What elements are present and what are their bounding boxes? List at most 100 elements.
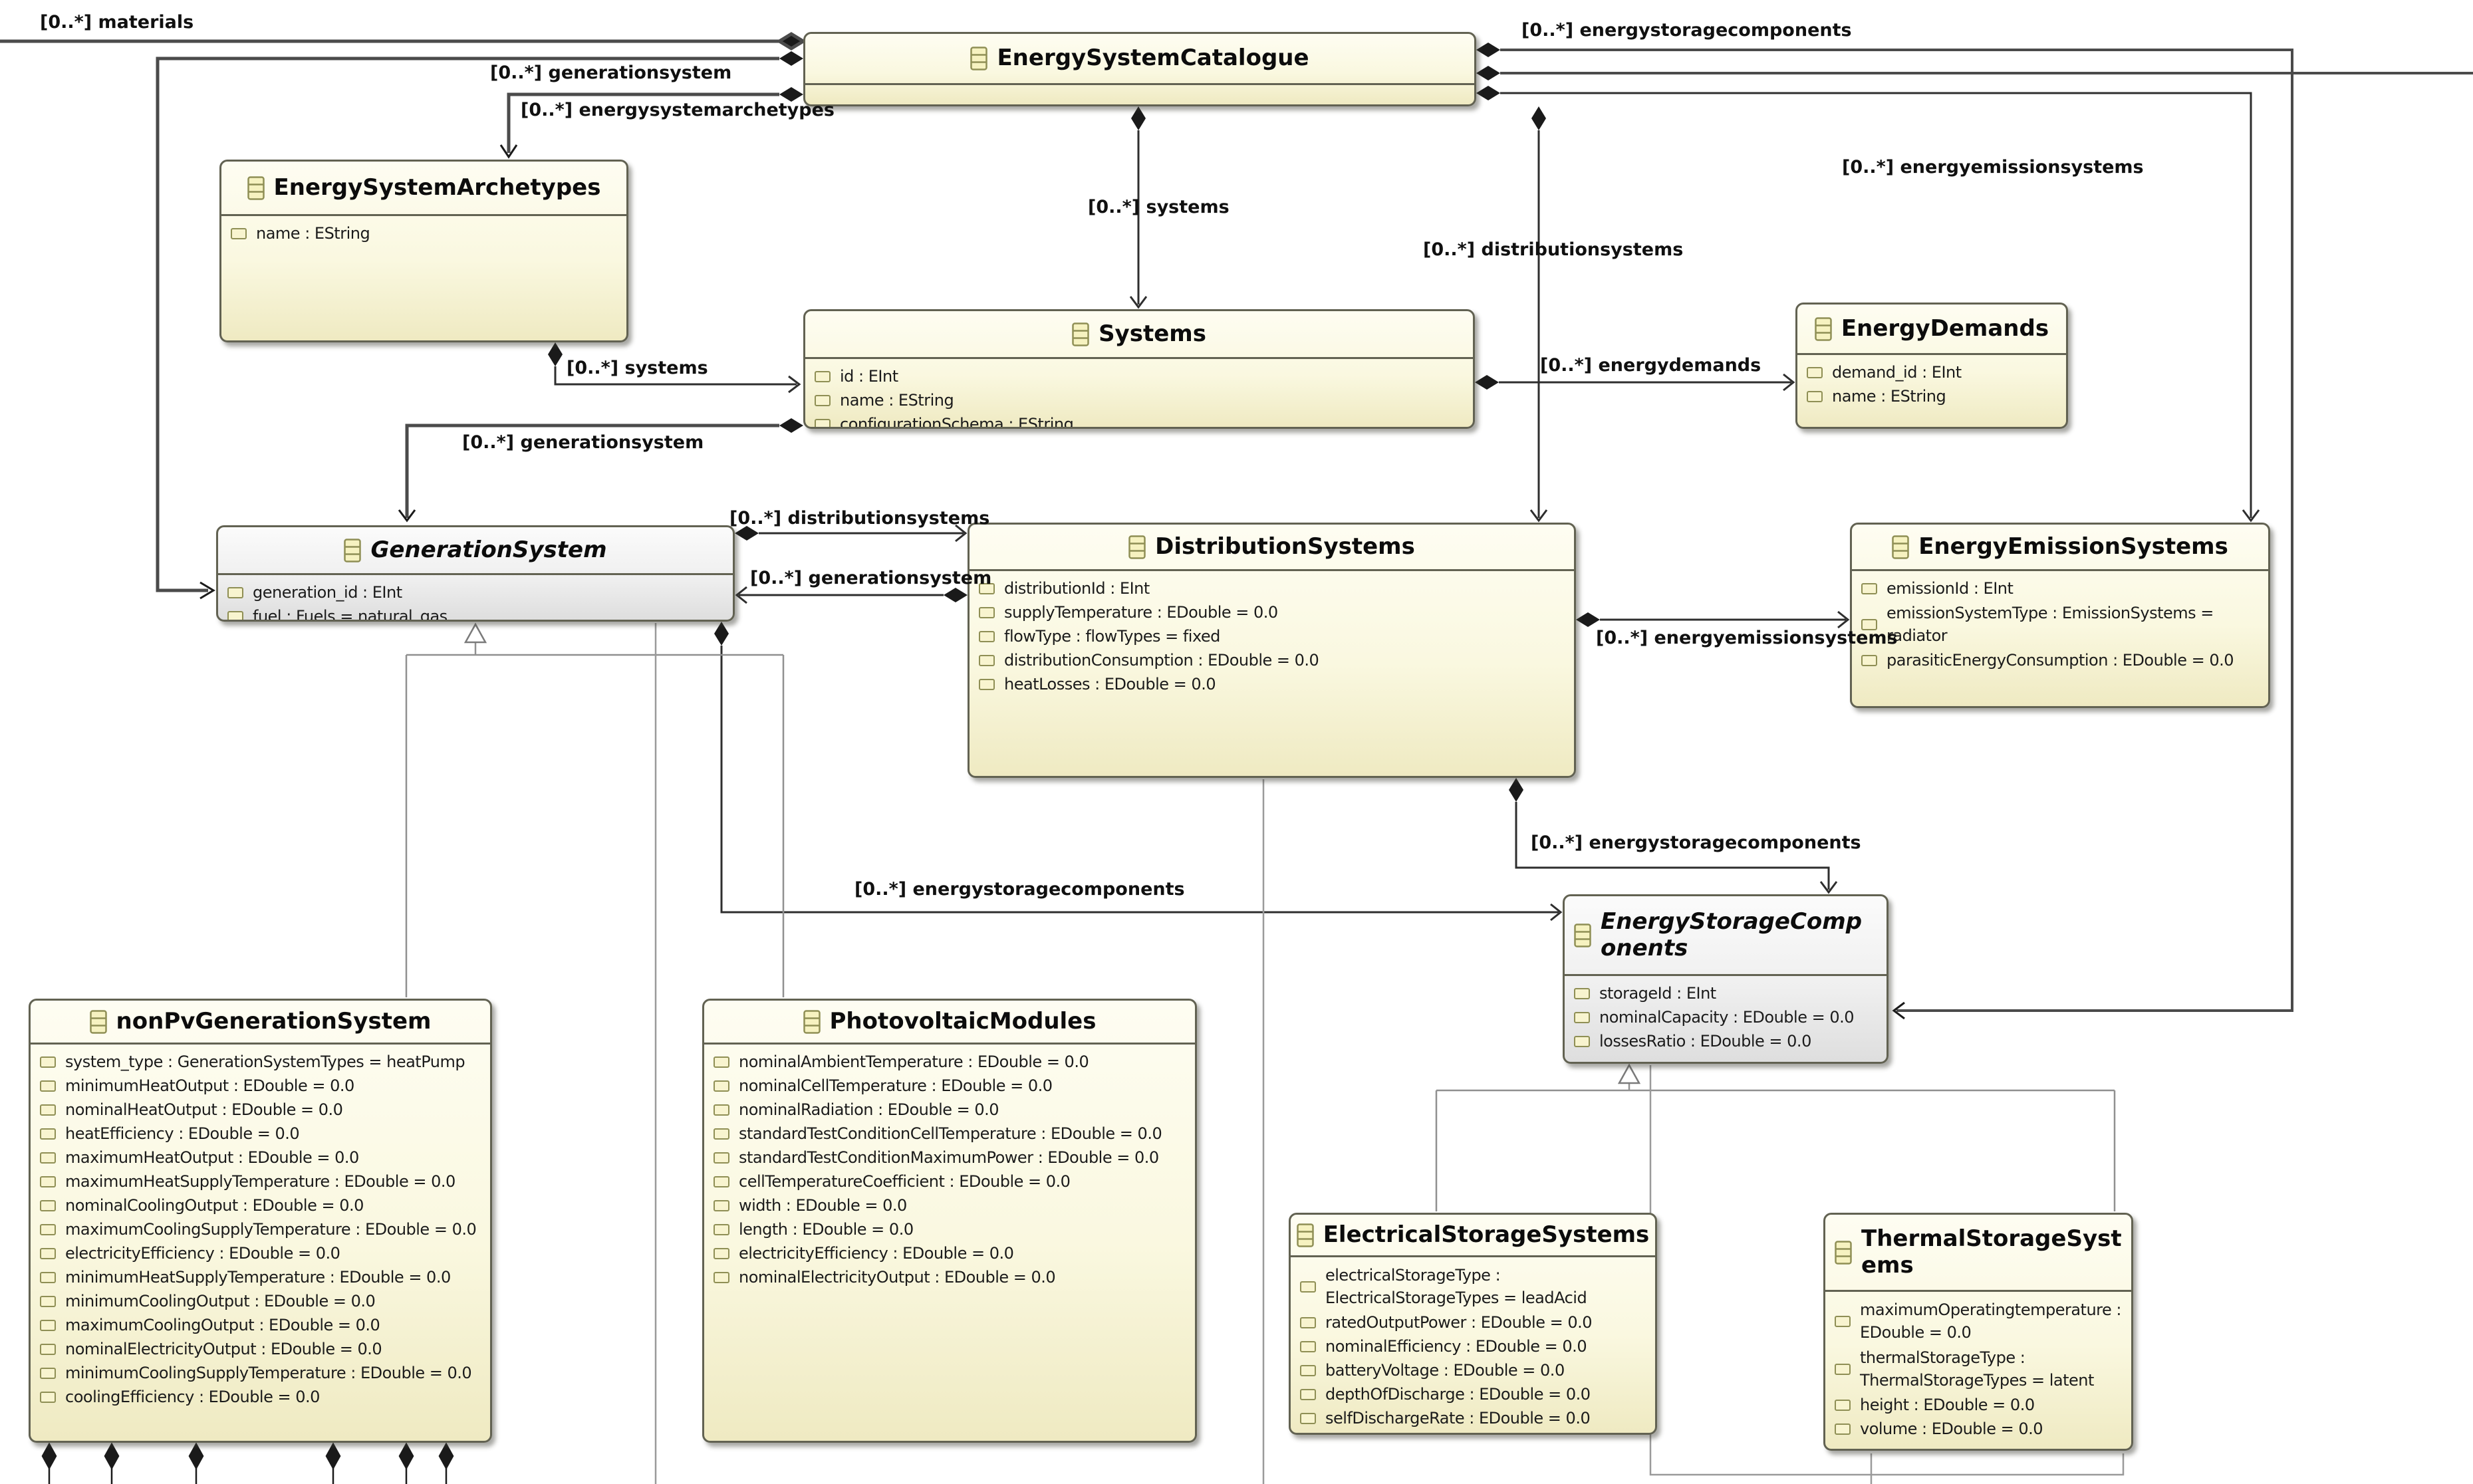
edge-catalogue-energyemissionsystems[interactable] <box>1476 86 2260 523</box>
attribute-row[interactable]: emissionId : EInt <box>1861 576 2262 600</box>
nonpv-bottom-composition-stubs[interactable] <box>41 1442 454 1484</box>
edge-catalogue-systems[interactable] <box>1129 106 1148 309</box>
attribute-row[interactable]: configurationSchema : EString <box>815 412 1466 427</box>
attribute-row[interactable]: minimumHeatOutput : EDouble = 0.0 <box>40 1074 483 1098</box>
edge-catalogue-distributionsystems[interactable] <box>1529 106 1548 523</box>
attribute-row[interactable]: standardTestConditionMaximumPower : EDou… <box>714 1146 1188 1170</box>
edge-catalogue-generationsystem[interactable] <box>156 51 803 600</box>
edge-label-energydemands[interactable]: [0..*] energydemands <box>1540 355 1761 376</box>
edge-label-materials[interactable]: [0..*] materials <box>40 12 194 33</box>
edge-materials[interactable] <box>0 32 807 51</box>
attribute-row[interactable]: maximumCoolingOutput : EDouble = 0.0 <box>40 1313 483 1337</box>
attribute-row[interactable]: heatLosses : EDouble = 0.0 <box>979 672 1567 696</box>
attribute-row[interactable]: name : EString <box>231 221 620 245</box>
attribute-row[interactable]: maximumOperatingtemperature :EDouble = 0… <box>1835 1297 2125 1345</box>
attribute-row[interactable]: name : EString <box>815 388 1466 412</box>
edge-label-energysystemarchetypes[interactable]: [0..*] energysystemarchetypes <box>521 100 835 120</box>
edge-distribution-energyemissionsystems[interactable] <box>1576 610 1850 629</box>
attribute-row[interactable]: nominalCapacity : EDouble = 0.0 <box>1574 1005 1880 1029</box>
attribute-row[interactable]: selfDischargeRate : EDouble = 0.0 <box>1300 1406 1648 1430</box>
attribute-row[interactable]: parasiticEnergyConsumption : EDouble = 0… <box>1861 648 2262 672</box>
edge-label-distributionsystems-generation[interactable]: [0..*] distributionsystems <box>729 508 990 529</box>
attribute-row[interactable]: electricityEfficiency : EDouble = 0.0 <box>714 1241 1188 1265</box>
attribute-row[interactable]: fuel : Fuels = natural_gas <box>227 604 726 620</box>
attribute-row[interactable]: maximumHeatSupplyTemperature : EDouble =… <box>40 1170 483 1193</box>
attribute-row[interactable]: coolingEfficiency : EDouble = 0.0 <box>40 1385 483 1409</box>
attribute-row[interactable]: system_type : GenerationSystemTypes = he… <box>40 1050 483 1074</box>
edge-label-systems-catalogue[interactable]: [0..*] systems <box>1088 197 1230 217</box>
edge-label-distributionsystems-catalogue[interactable]: [0..*] distributionsystems <box>1423 239 1684 260</box>
edge-label-generationsystem-systems[interactable]: [0..*] generationsystem <box>462 432 704 453</box>
attribute-row[interactable]: batteryVoltage : EDouble = 0.0 <box>1300 1358 1648 1382</box>
inheritance-generationsystem[interactable] <box>405 622 785 997</box>
attribute-row[interactable]: maximumCoolingSupplyTemperature : EDoubl… <box>40 1217 483 1241</box>
edge-generation-energystoragecomponents[interactable] <box>714 622 1563 922</box>
attribute-row[interactable]: height : EDouble = 0.0 <box>1835 1393 2125 1417</box>
attribute-row[interactable]: lossesRatio : EDouble = 0.0 <box>1574 1029 1880 1053</box>
attribute-row[interactable]: thermalStorageType :ThermalStorageTypes … <box>1835 1345 2125 1393</box>
attribute-row[interactable]: nominalRadiation : EDouble = 0.0 <box>714 1098 1188 1122</box>
attribute-row[interactable]: nominalElectricityOutput : EDouble = 0.0 <box>714 1265 1188 1289</box>
attribute-row[interactable]: length : EDouble = 0.0 <box>714 1217 1188 1241</box>
attribute-row[interactable]: nominalAmbientTemperature : EDouble = 0.… <box>714 1050 1188 1074</box>
attribute-row[interactable]: generation_id : EInt <box>227 580 726 604</box>
attribute-row[interactable]: id : EInt <box>815 364 1466 388</box>
attribute-row[interactable]: cellTemperatureCoefficient : EDouble = 0… <box>714 1170 1188 1193</box>
attribute-row[interactable]: flowType : flowTypes = fixed <box>979 624 1567 648</box>
attribute-row[interactable]: standardTestConditionCellTemperature : E… <box>714 1122 1188 1146</box>
attribute-row[interactable]: minimumCoolingOutput : EDouble = 0.0 <box>40 1289 483 1313</box>
attribute-row[interactable]: electricalStorageType :ElectricalStorage… <box>1300 1263 1648 1310</box>
attribute-row[interactable]: nominalHeatOutput : EDouble = 0.0 <box>40 1098 483 1122</box>
attribute-row[interactable]: nominalCellTemperature : EDouble = 0.0 <box>714 1074 1188 1098</box>
attribute-row[interactable]: electricityEfficiency : EDouble = 0.0 <box>40 1241 483 1265</box>
edge-distribution-energystoragecomponents[interactable] <box>1509 778 1838 894</box>
attribute-row[interactable]: distributionConsumption : EDouble = 0.0 <box>979 648 1567 672</box>
edge-label-generationsystem-distribution[interactable]: [0..*] generationsystem <box>750 568 992 588</box>
edge-label-generationsystem-top[interactable]: [0..*] generationsystem <box>490 62 732 83</box>
edge-catalogue-offscreen-right[interactable] <box>1476 66 2473 80</box>
edge-archetypes-systems[interactable] <box>548 342 801 394</box>
attribute-row[interactable]: demand_id : EInt <box>1807 360 2059 384</box>
edge-label-energystoragecomponents-top[interactable]: [0..*] energystoragecomponents <box>1521 20 1852 41</box>
attribute-row[interactable]: ratedOutputPower : EDouble = 0.0 <box>1300 1310 1648 1334</box>
edge-label-energyemissionsystems-distribution[interactable]: [0..*] energyemissionsystems <box>1596 628 1898 648</box>
attribute-row[interactable]: minimumHeatSupplyTemperature : EDouble =… <box>40 1265 483 1289</box>
class-energy-system-catalogue[interactable]: EnergySystemCatalogue <box>803 32 1476 106</box>
attribute-row[interactable]: minimumCoolingSupplyTemperature : EDoubl… <box>40 1361 483 1385</box>
attribute-row[interactable]: storageId : EInt <box>1574 981 1880 1005</box>
attribute-row[interactable]: heatEfficiency : EDouble = 0.0 <box>40 1122 483 1146</box>
attribute-row[interactable]: depthOfDischarge : EDouble = 0.0 <box>1300 1382 1648 1406</box>
edge-label-systems-archetypes[interactable]: [0..*] systems <box>567 358 708 378</box>
attribute-row[interactable]: nominalEfficiency : EDouble = 0.0 <box>1300 1334 1648 1358</box>
attribute-row[interactable]: nominalElectricityOutput : EDouble = 0.0 <box>40 1337 483 1361</box>
edge-catalogue-energystoragecomponents[interactable] <box>1476 43 2293 1020</box>
attribute-row[interactable]: volume : EDouble = 0.0 <box>1835 1417 2125 1441</box>
attribute-row[interactable]: supplyTemperature : EDouble = 0.0 <box>979 600 1567 624</box>
inheritance-energystoragecomponents[interactable] <box>1435 1063 2116 1211</box>
edge-catalogue-energysystemarchetypes[interactable] <box>499 87 803 159</box>
edge-label-energystoragecomponents-distribution[interactable]: [0..*] energystoragecomponents <box>1531 832 1861 853</box>
edge-distribution-generationsystem[interactable] <box>735 586 968 604</box>
edge-systems-energydemands[interactable] <box>1475 373 1795 392</box>
attribute-row[interactable]: emissionSystemType : EmissionSystems =ra… <box>1861 600 2262 648</box>
attribute-row[interactable]: maximumHeatOutput : EDouble = 0.0 <box>40 1146 483 1170</box>
attribute-row[interactable]: nominalCoolingOutput : EDouble = 0.0 <box>40 1193 483 1217</box>
attribute-row[interactable]: name : EString <box>1807 384 2059 408</box>
edge-label-energyemissionsystems-top[interactable]: [0..*] energyemissionsystems <box>1842 157 2144 178</box>
edge-systems-generationsystem[interactable] <box>398 418 803 523</box>
attribute-row[interactable]: width : EDouble = 0.0 <box>714 1193 1188 1217</box>
attribute-row[interactable]: distributionId : EInt <box>979 576 1567 600</box>
edge-label-energystoragecomponents-generation[interactable]: [0..*] energystoragecomponents <box>854 879 1185 900</box>
edge-generation-distributionsystems[interactable] <box>735 524 968 543</box>
